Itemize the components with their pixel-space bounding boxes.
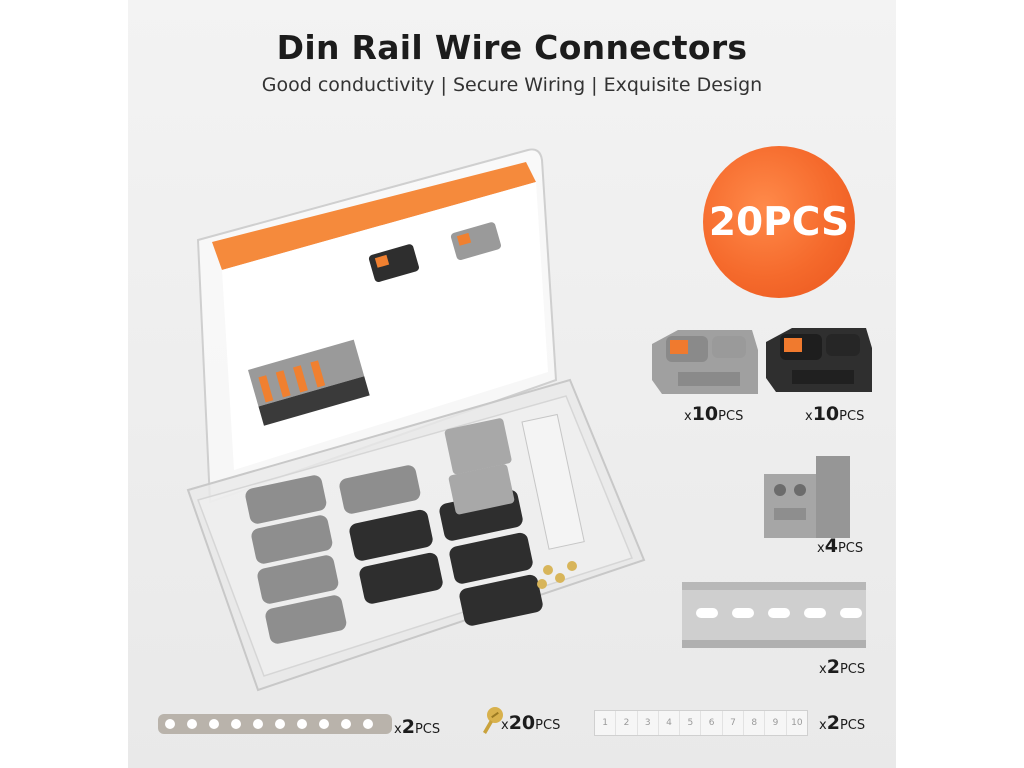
page-title: Din Rail Wire Connectors <box>276 28 748 67</box>
product-image-canvas: Din Rail Wire Connectors Good conductivi… <box>128 0 896 768</box>
marker-strip: 1 2 3 4 5 6 7 8 9 10 <box>594 710 808 736</box>
jumper-bar-image <box>158 714 392 734</box>
black-connector-quantity: x10PCS <box>805 403 865 425</box>
end-bracket-image <box>764 456 850 538</box>
marker-tag: 10 <box>786 711 807 735</box>
quantity-badge: 20PCS <box>703 146 855 298</box>
end-bracket-quantity: x4PCS <box>817 535 864 557</box>
din-rail-quantity: x2PCS <box>819 656 866 678</box>
gray-connector-quantity: x10PCS <box>684 403 744 425</box>
marker-tag: 6 <box>701 711 722 735</box>
marker-tag: 7 <box>722 711 744 735</box>
screw-quantity: x20PCS <box>501 712 561 734</box>
screw-image <box>483 707 503 734</box>
marker-tag: 1 <box>595 711 616 735</box>
din-rail-image <box>682 582 866 648</box>
marker-tag: 3 <box>637 711 658 735</box>
marker-strip-quantity: x2PCS <box>819 712 866 734</box>
marker-tag: 2 <box>616 711 637 735</box>
page-subtitle: Good conductivity | Secure Wiring | Exqu… <box>261 74 763 96</box>
marker-tag: 4 <box>658 711 680 735</box>
marker-tag: 5 <box>680 711 701 735</box>
black-connector-image <box>766 328 872 392</box>
storage-box-illustration <box>186 148 646 692</box>
jumper-bar-quantity: x2PCS <box>394 716 441 738</box>
marker-tag: 8 <box>744 711 765 735</box>
marker-tag: 9 <box>765 711 786 735</box>
gray-connector-image <box>652 330 758 394</box>
